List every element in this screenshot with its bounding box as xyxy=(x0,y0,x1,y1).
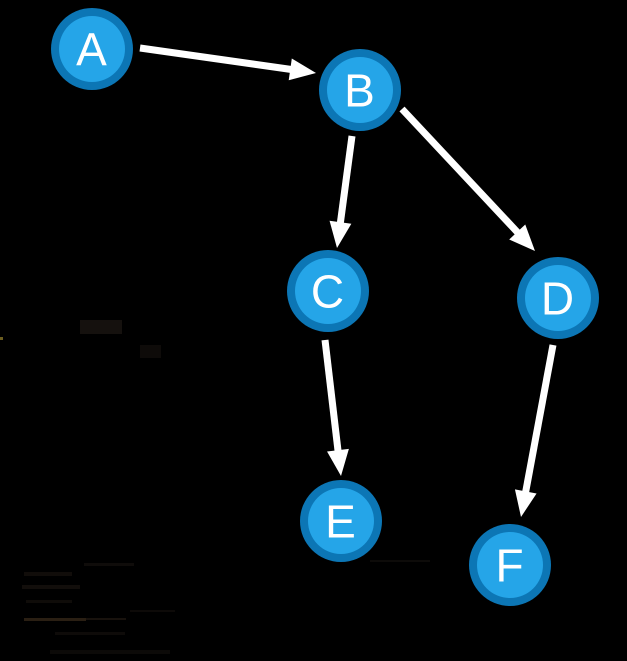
arrowhead-icon xyxy=(509,224,535,251)
edge-line xyxy=(321,339,342,454)
edge-C-E xyxy=(321,339,349,476)
screen-artifact xyxy=(22,585,80,589)
screen-artifact xyxy=(24,618,86,621)
edge-line xyxy=(336,135,356,226)
screen-artifact xyxy=(84,563,134,566)
node-circle xyxy=(308,488,374,554)
node-label: B xyxy=(344,65,376,117)
edge-B-C xyxy=(329,135,356,248)
screen-artifact xyxy=(80,320,122,334)
edge-line xyxy=(521,344,557,496)
screen-artifact xyxy=(86,618,126,620)
node-label: D xyxy=(541,273,575,325)
node-circle xyxy=(477,532,543,598)
edge-D-F xyxy=(514,344,557,517)
screen-artifact xyxy=(55,632,125,635)
screen-artifact xyxy=(0,337,3,340)
node-E[interactable]: E xyxy=(300,480,382,562)
node-F[interactable]: F xyxy=(469,524,551,606)
screen-artifact xyxy=(370,560,430,562)
node-circle xyxy=(525,265,591,331)
edge-B-D xyxy=(399,106,535,251)
arrowhead-icon xyxy=(329,220,352,248)
node-circle xyxy=(295,258,361,324)
screen-artifact xyxy=(50,650,170,654)
node-circle xyxy=(59,16,125,82)
node-circle xyxy=(327,57,393,123)
screen-artifact xyxy=(26,600,72,603)
screen-artifact xyxy=(24,572,72,576)
edge-line xyxy=(139,44,294,74)
node-A[interactable]: A xyxy=(51,8,133,90)
node-B[interactable]: B xyxy=(319,49,401,131)
node-label: A xyxy=(76,24,108,76)
edge-A-B xyxy=(139,44,316,81)
node-label: F xyxy=(495,540,524,592)
node-C[interactable]: C xyxy=(287,250,369,332)
screen-artifact xyxy=(140,345,161,358)
arrowhead-icon xyxy=(514,489,537,517)
arrowhead-icon xyxy=(327,448,349,476)
screen-artifact xyxy=(130,610,175,612)
node-label: E xyxy=(325,496,357,548)
node-label: C xyxy=(311,266,345,318)
arrowhead-icon xyxy=(288,58,316,81)
edge-line xyxy=(399,106,522,237)
node-D[interactable]: D xyxy=(517,257,599,339)
